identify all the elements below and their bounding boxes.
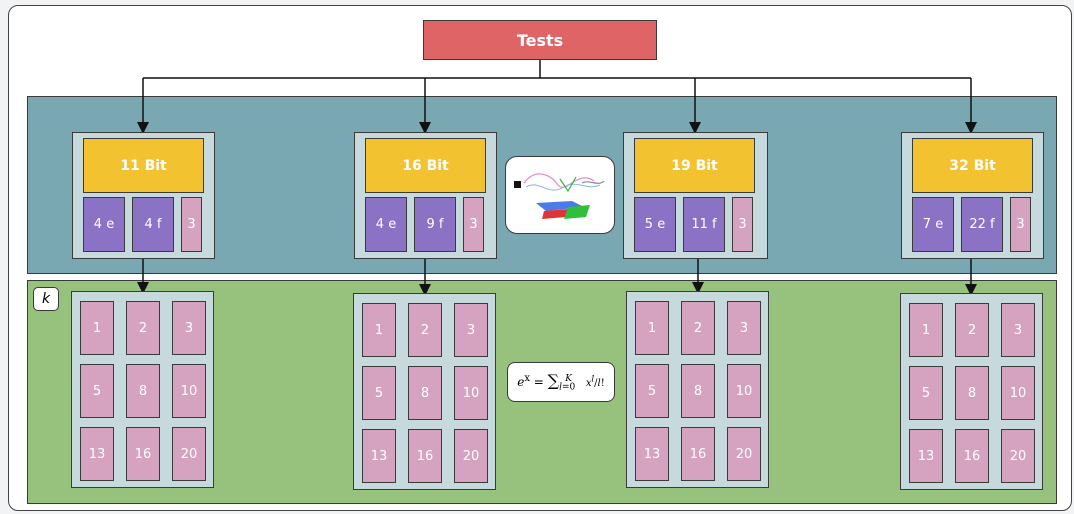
e-chip-3: 5 e [634, 197, 676, 252]
n-chip-2: 3 [463, 197, 484, 252]
e-chip-4: 7 e [912, 197, 954, 252]
bit-card-3: 19 Bit 5 e 11 f 3 [623, 132, 768, 259]
bit-card-1: 11 Bit 4 e 4 f 3 [72, 132, 215, 259]
grid-cell: 10 [454, 366, 488, 420]
tests-node: Tests [423, 20, 657, 60]
e-chip-2: 4 e [365, 197, 407, 252]
grid-cell: 13 [909, 429, 943, 483]
bit-card-2: 16 Bit 4 e 9 f 3 [354, 132, 497, 259]
grid-cell: 2 [126, 301, 160, 355]
grid-cell: 5 [635, 364, 669, 418]
grid-cell: 3 [1001, 303, 1035, 357]
grid-cell: 20 [727, 427, 761, 481]
grid-cell: 8 [955, 366, 989, 420]
bit-card-4: 32 Bit 7 e 22 f 3 [901, 132, 1044, 259]
n-chip-4: 3 [1010, 197, 1031, 252]
illustration-image [505, 156, 615, 234]
grid-cell: 1 [80, 301, 114, 355]
grid-cell: 10 [727, 364, 761, 418]
grid-cell: 10 [1001, 366, 1035, 420]
grid-cell: 13 [80, 427, 114, 481]
grid-cell: 2 [955, 303, 989, 357]
grid-cell: 20 [454, 429, 488, 483]
grid-cell: 1 [362, 303, 396, 357]
e-chip-1: 4 e [83, 197, 125, 252]
grid-cell: 16 [681, 427, 715, 481]
n-chip-1: 3 [181, 197, 202, 252]
f-chip-4: 22 f [961, 197, 1003, 252]
f-chip-3: 11 f [683, 197, 725, 252]
grid-cell: 13 [635, 427, 669, 481]
grid-card-3: 1 2 3 5 8 10 13 16 20 [626, 291, 769, 488]
n-chip-3: 3 [732, 197, 753, 252]
grid-cell: 8 [408, 366, 442, 420]
bit-label-3: 19 Bit [634, 138, 755, 193]
grid-cell: 5 [362, 366, 396, 420]
bit-label-4: 32 Bit [912, 138, 1033, 193]
f-chip-1: 4 f [132, 197, 174, 252]
grid-cell: 1 [909, 303, 943, 357]
grid-cell: 13 [362, 429, 396, 483]
grid-cell: 2 [681, 301, 715, 355]
grid-cell: 1 [635, 301, 669, 355]
grid-card-4: 1 2 3 5 8 10 13 16 20 [900, 293, 1043, 490]
k-label: k [33, 287, 59, 311]
grid-cell: 3 [172, 301, 206, 355]
grid-cell: 8 [681, 364, 715, 418]
grid-cell: 3 [727, 301, 761, 355]
grid-card-1: 1 2 3 5 8 10 13 16 20 [71, 291, 214, 488]
grid-cell: 3 [454, 303, 488, 357]
bit-label-1: 11 Bit [83, 138, 204, 193]
grid-cell: 2 [408, 303, 442, 357]
diagram-frame: Tests 11 Bit 4 e 4 f 3 16 Bit 4 e 9 f 3 … [8, 5, 1072, 511]
grid-cell: 20 [1001, 429, 1035, 483]
grid-card-2: 1 2 3 5 8 10 13 16 20 [353, 293, 496, 490]
formula-text: ex = ∑l=0K xl/l! [517, 371, 605, 393]
grid-cell: 20 [172, 427, 206, 481]
grid-cell: 16 [408, 429, 442, 483]
grid-cell: 10 [172, 364, 206, 418]
f-chip-2: 9 f [414, 197, 456, 252]
grid-cell: 8 [126, 364, 160, 418]
grid-cell: 16 [126, 427, 160, 481]
grid-cell: 5 [909, 366, 943, 420]
formula-box: ex = ∑l=0K xl/l! [507, 362, 615, 402]
bit-label-2: 16 Bit [365, 138, 486, 193]
grid-cell: 16 [955, 429, 989, 483]
grid-cell: 5 [80, 364, 114, 418]
